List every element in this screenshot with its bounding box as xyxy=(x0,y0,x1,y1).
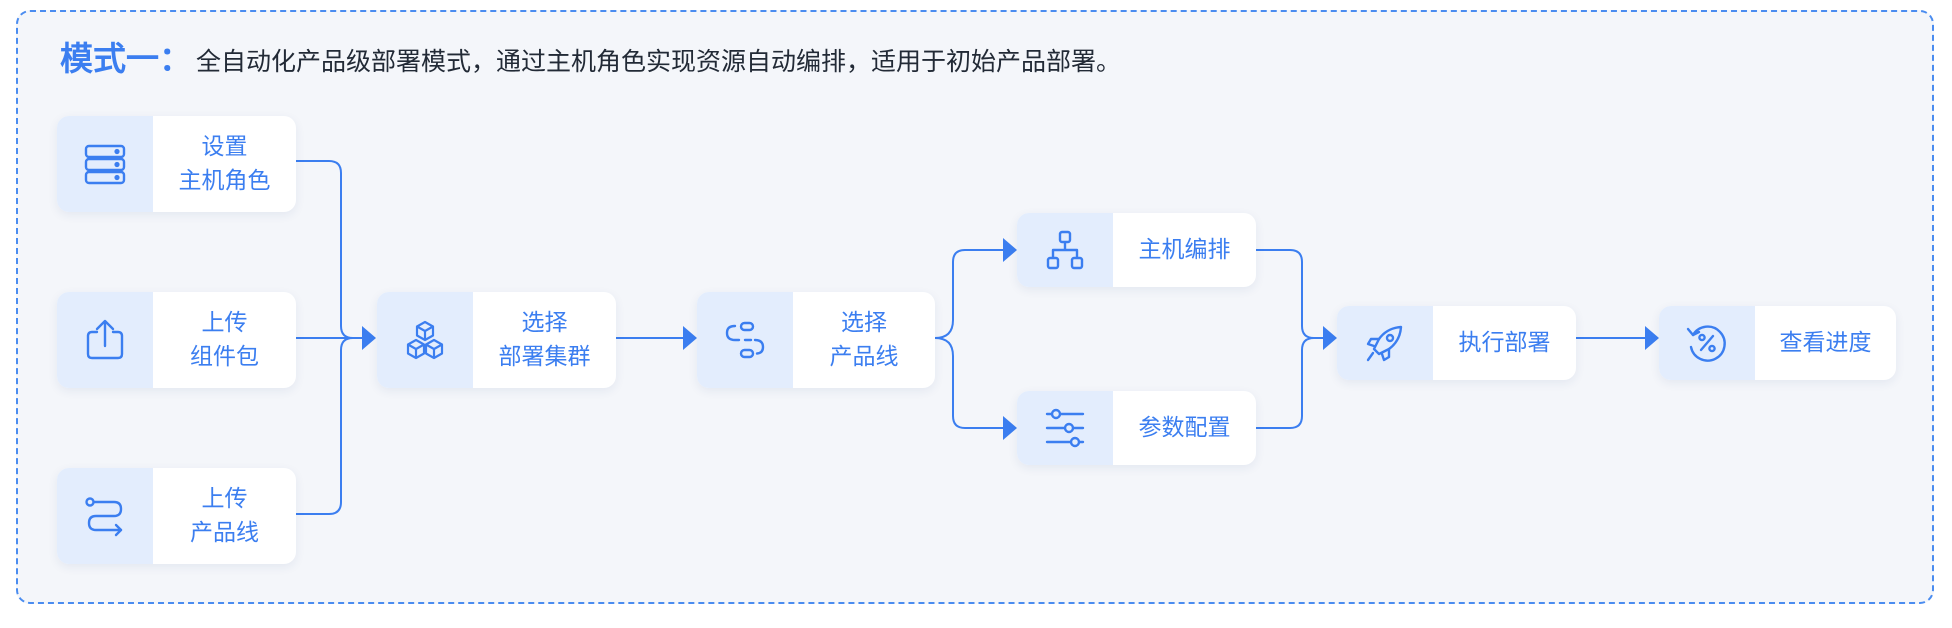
node-host-orchestration: 主机编排 xyxy=(1017,213,1256,287)
route-icon xyxy=(57,468,153,564)
arrow-head-parameter-config xyxy=(1003,416,1017,440)
node-label: 选择 产品线 xyxy=(829,310,899,370)
node-upload-product-line: 上传 产品线 xyxy=(57,468,296,564)
node-select-product-line: 选择 产品线 xyxy=(697,292,935,388)
hierarchy-icon xyxy=(1017,213,1113,287)
arrow-head-view-progress xyxy=(1645,326,1659,350)
node-label: 查看进度 xyxy=(1779,330,1872,356)
arrow-head-cluster xyxy=(362,326,376,350)
node-parameter-config: 参数配置 xyxy=(1017,391,1256,465)
connector-product-line-to-parameter-config xyxy=(934,337,1003,429)
upload-icon xyxy=(57,292,153,388)
node-label: 上传 产品线 xyxy=(190,486,259,546)
node-set-host-role: 设置 主机角色 xyxy=(57,116,296,212)
connector-product-line-to-cluster xyxy=(296,337,362,515)
chain-icon xyxy=(697,292,793,388)
arrow-head-host-orchestration xyxy=(1003,238,1017,262)
connector-host-orchestration-to-deploy xyxy=(1256,249,1323,339)
mode-title: 模式一： xyxy=(60,39,192,78)
node-label: 执行部署 xyxy=(1458,330,1551,356)
connector-host-role-to-cluster xyxy=(296,160,362,339)
cubes-icon xyxy=(377,292,473,388)
node-label: 参数配置 xyxy=(1138,415,1231,441)
progress-percent-icon xyxy=(1659,306,1755,380)
rocket-icon xyxy=(1337,306,1433,380)
node-label: 选择 部署集群 xyxy=(498,310,591,370)
node-label: 设置 主机角色 xyxy=(178,134,271,194)
connector-product-line-to-host-orchestration xyxy=(934,249,1003,339)
server-icon xyxy=(57,116,153,212)
heading: 模式一： 全自动化产品级部署模式，通过主机角色实现资源自动编排，适用于初始产品部… xyxy=(60,32,1121,80)
node-label: 主机编排 xyxy=(1138,237,1231,263)
node-label: 上传 组件包 xyxy=(190,310,259,370)
arrow-head-execute-deploy xyxy=(1323,326,1337,350)
node-select-deploy-cluster: 选择 部署集群 xyxy=(377,292,616,388)
mode-description: 全自动化产品级部署模式，通过主机角色实现资源自动编排，适用于初始产品部署。 xyxy=(196,47,1122,76)
node-view-progress: 查看进度 xyxy=(1659,306,1896,380)
arrow-head-select-product-line xyxy=(683,326,697,350)
mode-one-panel xyxy=(16,10,1934,604)
connector-parameter-config-to-deploy xyxy=(1256,337,1323,429)
node-execute-deploy: 执行部署 xyxy=(1337,306,1576,380)
sliders-icon xyxy=(1017,391,1113,465)
node-upload-package: 上传 组件包 xyxy=(57,292,296,388)
